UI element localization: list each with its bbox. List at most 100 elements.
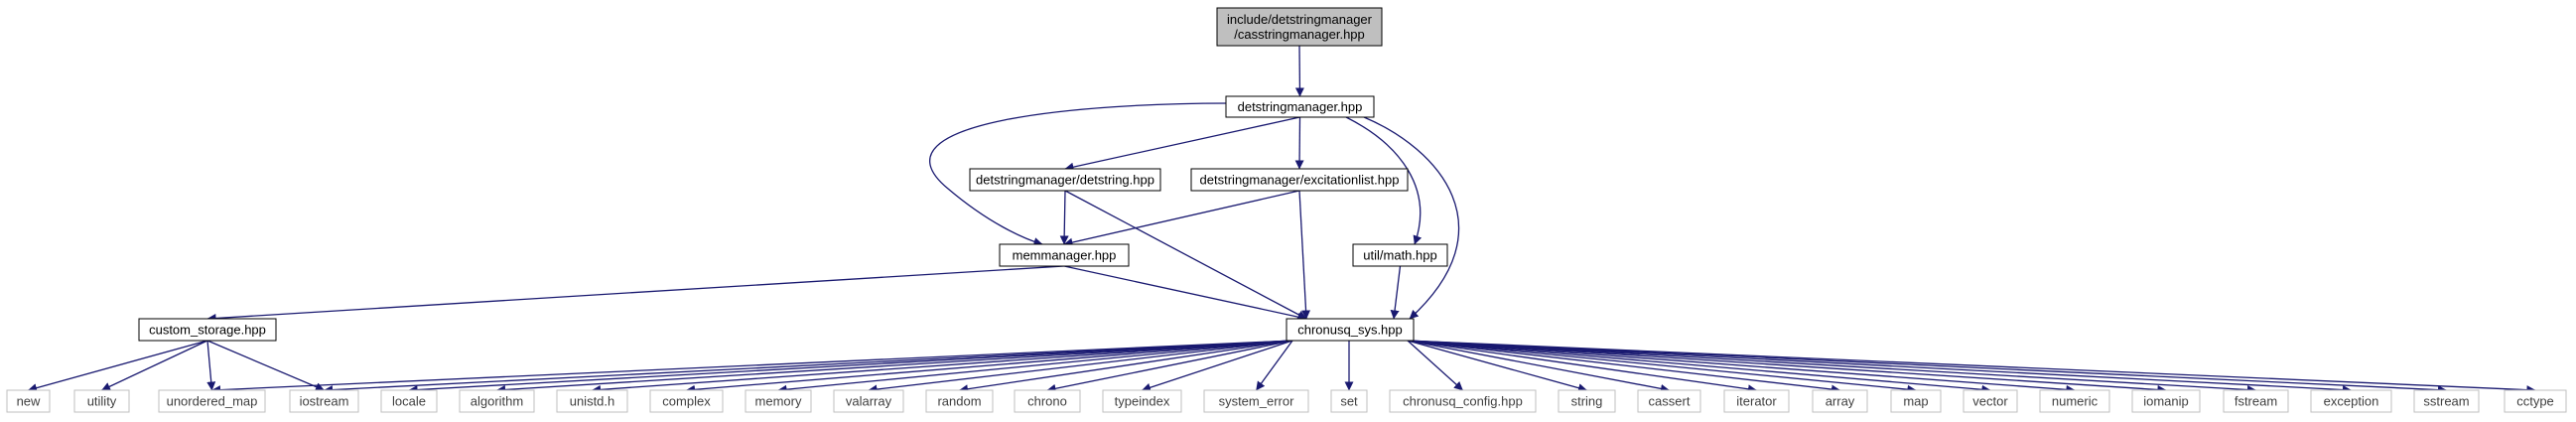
map-node: map bbox=[1890, 389, 1942, 413]
edge-chronusq-sys-to-locale bbox=[408, 340, 1293, 395]
node-label: cctype bbox=[2516, 394, 2554, 409]
node-label: detstringmanager/excitationlist.hpp bbox=[1200, 173, 1400, 188]
edge-custom-storage-to-new bbox=[28, 340, 208, 393]
root-node[interactable]: include/detstringmanager/casstringmanage… bbox=[1216, 7, 1383, 47]
node-label: iterator bbox=[1736, 394, 1777, 409]
node-label: valarray bbox=[846, 394, 892, 409]
valarray-node: valarray bbox=[833, 389, 904, 413]
cassert-node: cassert bbox=[1637, 389, 1701, 413]
node-box bbox=[1216, 7, 1383, 47]
edge-excitationlist-to-chronusq-sys bbox=[1298, 190, 1311, 320]
node-box bbox=[1014, 389, 1081, 413]
node-label: iostream bbox=[300, 394, 349, 409]
iomanip-node: iomanip bbox=[2131, 389, 2201, 413]
edge-excitationlist-to-memmanager bbox=[1063, 190, 1300, 247]
node-label: unordered_map bbox=[167, 394, 258, 409]
node-label: /casstringmanager.hpp bbox=[1234, 27, 1365, 42]
node-box bbox=[2131, 389, 2201, 413]
new-node: new bbox=[6, 389, 51, 413]
node-label: string bbox=[1571, 394, 1603, 409]
node-label: iomanip bbox=[2143, 394, 2189, 409]
node-label: chrono bbox=[1027, 394, 1067, 409]
node-label: chronusq_sys.hpp bbox=[1297, 323, 1403, 338]
vector-node: vector bbox=[1963, 389, 2018, 413]
edge-chronusq-sys-to-fstream bbox=[1407, 340, 2256, 394]
node-label: new bbox=[17, 394, 41, 409]
node-box bbox=[2039, 389, 2110, 413]
memory-node: memory bbox=[745, 389, 812, 413]
chronusq-config-node: chronusq_config.hpp bbox=[1389, 389, 1537, 413]
edge-detstringmanager-to-excitationlist bbox=[1294, 116, 1304, 170]
node-box bbox=[1637, 389, 1701, 413]
iterator-node: iterator bbox=[1723, 389, 1790, 413]
node-box bbox=[1286, 318, 1415, 342]
node-box bbox=[158, 389, 266, 413]
node-label: map bbox=[1903, 394, 1928, 409]
set-node: set bbox=[1330, 389, 1368, 413]
utility-node: utility bbox=[73, 389, 130, 413]
edge-chronusq-sys-to-map bbox=[1407, 340, 1917, 394]
numeric-node: numeric bbox=[2039, 389, 2110, 413]
node-label: memory bbox=[755, 394, 802, 409]
excitationlist-node[interactable]: detstringmanager/excitationlist.hpp bbox=[1190, 168, 1409, 192]
string-node: string bbox=[1558, 389, 1616, 413]
node-label: unistd.h bbox=[570, 394, 615, 409]
node-label: cassert bbox=[1649, 394, 1691, 409]
node-label: system_error bbox=[1219, 394, 1295, 409]
edge-chronusq-sys-to-vector bbox=[1407, 340, 1991, 394]
edge-chronusq-sys-to-array bbox=[1407, 340, 1840, 394]
edge-detstring-to-memmanager bbox=[1059, 190, 1069, 245]
algorithm-node: algorithm bbox=[459, 389, 535, 413]
node-box bbox=[1203, 389, 1309, 413]
node-label: util/math.hpp bbox=[1363, 248, 1436, 263]
node-box bbox=[2223, 389, 2289, 413]
node-label: locale bbox=[392, 394, 426, 409]
edge-chronusq-sys-to-cctype bbox=[1407, 340, 2536, 395]
edge-detstring-to-chronusq-sys bbox=[1064, 190, 1307, 320]
unordered-map-node: unordered_map bbox=[158, 389, 266, 413]
exception-node: exception bbox=[2310, 389, 2392, 413]
edge-chronusq-sys-to-valarray bbox=[868, 340, 1293, 394]
edge-chronusq-sys-to-algorithm bbox=[496, 340, 1293, 394]
sstream-node: sstream bbox=[2413, 389, 2480, 413]
typeindex-node: typeindex bbox=[1102, 389, 1182, 413]
node-box bbox=[1812, 389, 1868, 413]
edge-chronusq-sys-to-exception bbox=[1407, 340, 2352, 395]
custom-storage-node[interactable]: custom_storage.hpp bbox=[138, 318, 277, 342]
edge-detstringmanager-to-detstring bbox=[1064, 116, 1300, 172]
complex-node: complex bbox=[649, 389, 724, 413]
edge-chronusq-sys-to-iomanip bbox=[1407, 340, 2167, 394]
locale-node: locale bbox=[380, 389, 438, 413]
edge-chronusq-sys-to-sstream bbox=[1407, 340, 2447, 395]
edge-detstringmanager-to-chronusq-sys bbox=[1363, 116, 1460, 320]
node-box bbox=[138, 318, 277, 342]
node-label: algorithm bbox=[471, 394, 523, 409]
detstring-node[interactable]: detstringmanager/detstring.hpp bbox=[969, 168, 1161, 192]
unistd-node: unistd.h bbox=[556, 389, 628, 413]
node-label: exception bbox=[2324, 394, 2379, 409]
cctype-node: cctype bbox=[2504, 389, 2567, 413]
node-label: sstream bbox=[2423, 394, 2469, 409]
node-box bbox=[999, 243, 1130, 267]
detstringmanager-node[interactable]: detstringmanager.hpp bbox=[1225, 95, 1375, 118]
node-box bbox=[1558, 389, 1616, 413]
node-box bbox=[1352, 243, 1448, 267]
edge-custom-storage-to-unordered-map bbox=[206, 340, 216, 391]
edge-chronusq-sys-to-numeric bbox=[1407, 340, 2076, 394]
node-box bbox=[556, 389, 628, 413]
utilmath-node[interactable]: util/math.hpp bbox=[1352, 243, 1448, 267]
node-box bbox=[745, 389, 812, 413]
node-label: fstream bbox=[2235, 394, 2277, 409]
edge-chronusq-sys-to-random bbox=[959, 340, 1293, 394]
array-node: array bbox=[1812, 389, 1868, 413]
node-box bbox=[1723, 389, 1790, 413]
node-box bbox=[1890, 389, 1942, 413]
random-node: random bbox=[925, 389, 994, 413]
node-box bbox=[2504, 389, 2567, 413]
node-box bbox=[459, 389, 535, 413]
node-label: numeric bbox=[2052, 394, 2099, 409]
edge-chronusq-sys-to-chronusq-config bbox=[1407, 340, 1463, 391]
chronusq-sys-node[interactable]: chronusq_sys.hpp bbox=[1286, 318, 1415, 342]
memmanager-node[interactable]: memmanager.hpp bbox=[999, 243, 1130, 267]
node-label: array bbox=[1826, 394, 1855, 409]
